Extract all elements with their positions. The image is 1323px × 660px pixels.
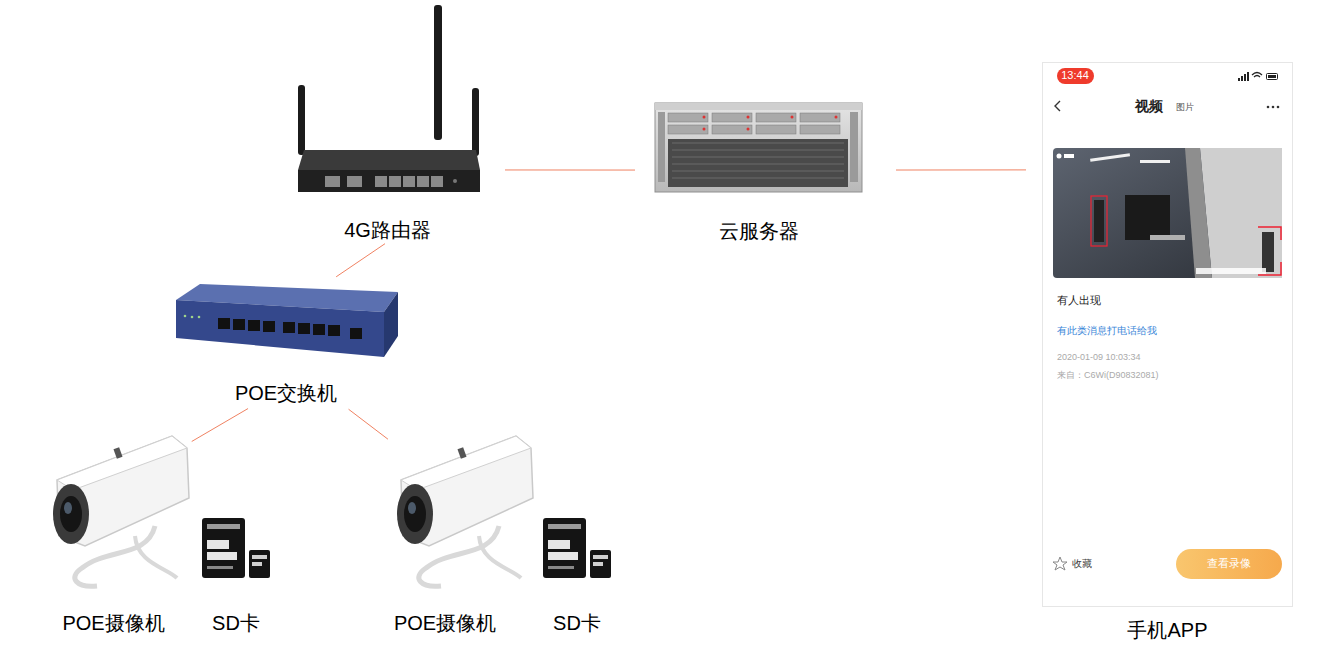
device-node: POE摄像机 (37, 428, 190, 635)
screen-text: 查看录像 (1207, 557, 1251, 570)
device-node: SD卡 (200, 518, 272, 635)
device-label: 云服务器 (655, 219, 862, 243)
switch-picture (176, 284, 398, 357)
screen-text: 视频 (1135, 98, 1163, 115)
device-node: SD卡 (541, 518, 613, 635)
connector-line (192, 409, 248, 442)
device-label: POE摄像机 (37, 611, 190, 635)
screen-text: 2020-01-09 10:03:34 (1057, 352, 1141, 363)
router-picture (298, 5, 480, 192)
screen-text: 13:44 (1061, 69, 1089, 82)
screen-text: 有人出现 (1057, 294, 1101, 307)
device-label: POE摄像机 (368, 611, 522, 635)
device-node: POE交换机 (172, 283, 400, 405)
device-label: SD卡 (200, 611, 272, 635)
screen-text: 有此类消息打电话给我 (1057, 325, 1157, 337)
screen-text: 收藏 (1072, 558, 1092, 570)
device-label: POE交换机 (172, 381, 400, 405)
connector-line (896, 169, 1026, 170)
server-picture (655, 103, 862, 192)
sd-card-picture (202, 518, 270, 578)
connector-line (336, 244, 385, 277)
device-node: POE摄像机 (368, 428, 522, 635)
device-label: 手机APP (1042, 618, 1293, 642)
screen-text: 来自：C6Wi(D90832081) (1057, 370, 1159, 381)
sd-card-picture (543, 518, 611, 578)
phone-screen (1043, 63, 1293, 607)
device-node: 4G路由器 (295, 5, 480, 242)
connector-line (505, 169, 635, 170)
screen-text: 图片 (1176, 102, 1194, 113)
camera-picture (53, 436, 189, 586)
device-label: 4G路由器 (295, 218, 480, 242)
connector-line (349, 409, 388, 439)
camera-picture (397, 436, 533, 586)
device-label: SD卡 (541, 611, 613, 635)
device-node: 云服务器 (655, 103, 862, 243)
